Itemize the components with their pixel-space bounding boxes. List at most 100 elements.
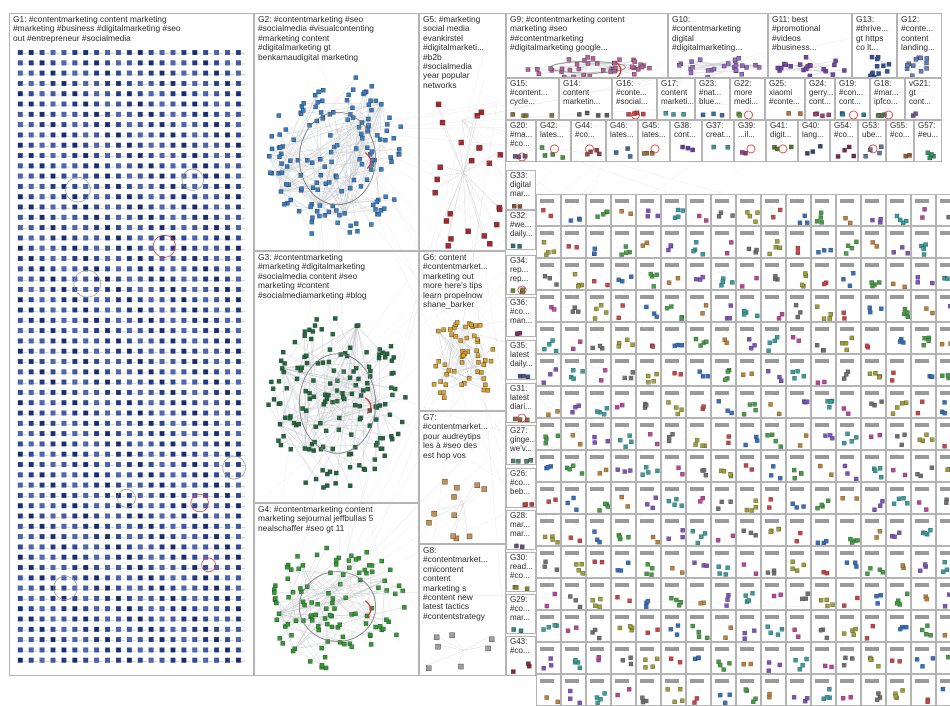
micro-group-cell[interactable] [836, 322, 861, 354]
micro-group-cell[interactable] [786, 418, 811, 450]
micro-group-cell[interactable] [836, 290, 861, 322]
group-cell-g6[interactable]: G6: content #contentmarket... marketing … [419, 251, 506, 411]
micro-group-cell[interactable] [861, 418, 886, 450]
group-cell-g18[interactable]: G18: #mar... ipfco... [870, 78, 905, 120]
micro-group-cell[interactable] [861, 322, 886, 354]
micro-group-cell[interactable] [661, 226, 686, 258]
group-cell-g19[interactable]: G19: #con... cont... [835, 78, 870, 120]
micro-group-cell[interactable] [611, 258, 636, 290]
micro-group-cell[interactable] [711, 258, 736, 290]
group-cell-g23[interactable]: G23: #nat... blue... [695, 78, 730, 120]
group-cell-g10[interactable]: G10: #contentmarketing digital #digitalm… [668, 13, 768, 78]
micro-group-cell[interactable] [611, 354, 636, 386]
group-cell-g12[interactable]: G12: #conte... content landing... [897, 13, 942, 78]
micro-group-cell[interactable] [561, 354, 586, 386]
group-cell-g8[interactable]: G8: #contentmarket... cmicontent content… [419, 544, 506, 676]
micro-group-cell[interactable] [936, 418, 950, 450]
micro-group-cell[interactable] [761, 258, 786, 290]
group-cell-g30[interactable]: G30: read... #co... [506, 552, 536, 592]
micro-group-cell[interactable] [736, 386, 761, 418]
micro-group-cell[interactable] [661, 418, 686, 450]
micro-group-cell[interactable] [811, 386, 836, 418]
group-cell-g37[interactable]: G37: creat... [702, 120, 734, 162]
micro-group-cell[interactable] [911, 354, 936, 386]
micro-group-cell[interactable] [811, 258, 836, 290]
micro-group-cell[interactable] [536, 226, 561, 258]
micro-group-cell[interactable] [736, 418, 761, 450]
micro-group-cell[interactable] [786, 226, 811, 258]
micro-group-cell[interactable] [686, 386, 711, 418]
micro-group-cell[interactable] [936, 322, 950, 354]
micro-group-cell[interactable] [936, 258, 950, 290]
micro-group-cell[interactable] [661, 290, 686, 322]
group-cell-g1[interactable]: G1: #contentmarketing content marketing … [9, 13, 254, 676]
micro-group-cell[interactable] [711, 386, 736, 418]
group-cell-g28[interactable]: G28: mar... mar... [506, 510, 536, 550]
micro-group-cell[interactable] [586, 290, 611, 322]
micro-group-cell[interactable] [661, 386, 686, 418]
micro-group-cell[interactable] [611, 194, 636, 226]
group-cell-g42[interactable]: G42: lates... [536, 120, 571, 162]
group-cell-g29[interactable]: G29: #co... mar... [506, 594, 536, 634]
micro-group-cell[interactable] [711, 290, 736, 322]
micro-group-cell[interactable] [886, 290, 911, 322]
micro-group-cell[interactable] [761, 450, 786, 482]
micro-group-cell[interactable] [886, 418, 911, 450]
group-cell-g17[interactable]: G17: content marketi... [657, 78, 695, 120]
group-cell-g57[interactable]: G57: #eu... [914, 120, 942, 162]
micro-group-cell[interactable] [561, 194, 586, 226]
micro-group-cell[interactable] [711, 354, 736, 386]
group-cell-g46[interactable]: G46: lates... [606, 120, 638, 162]
group-cell-g25[interactable]: G25: xiaomi #conte... [765, 78, 805, 120]
micro-group-cell[interactable] [836, 194, 861, 226]
micro-group-cell[interactable] [661, 322, 686, 354]
micro-group-cell[interactable] [736, 194, 761, 226]
micro-group-cell[interactable] [561, 258, 586, 290]
micro-group-cell[interactable] [636, 418, 661, 450]
micro-group-cell[interactable] [861, 290, 886, 322]
group-cell-g5[interactable]: G5: #marketing social media evankirstel … [419, 13, 506, 251]
micro-group-cell[interactable] [636, 450, 661, 482]
micro-group-cell[interactable] [761, 290, 786, 322]
micro-group-cell[interactable] [886, 354, 911, 386]
micro-group-cell[interactable] [936, 194, 950, 226]
micro-group-cell[interactable] [786, 194, 811, 226]
micro-group-cell[interactable] [586, 258, 611, 290]
group-cell-g7[interactable]: G7: #contentmarket... pour audreytips le… [419, 411, 506, 544]
group-cell-g26[interactable]: G26: #co... beb... [506, 468, 536, 508]
micro-group-cell[interactable] [661, 194, 686, 226]
micro-group-cell[interactable] [811, 418, 836, 450]
micro-group-cell[interactable] [686, 194, 711, 226]
micro-group-cell[interactable] [586, 322, 611, 354]
micro-group-cell[interactable] [586, 386, 611, 418]
micro-group-cell[interactable] [761, 386, 786, 418]
micro-group-cell[interactable] [661, 354, 686, 386]
micro-group-cell[interactable] [611, 322, 636, 354]
micro-group-cell[interactable] [586, 194, 611, 226]
micro-group-cell[interactable] [611, 418, 636, 450]
micro-group-cell[interactable] [936, 386, 950, 418]
micro-group-cell[interactable] [636, 226, 661, 258]
micro-group-cell[interactable] [686, 226, 711, 258]
group-cell-g20[interactable]: G20: #ma... #co... [506, 120, 536, 162]
group-cell-g35[interactable]: G35: latest daily... [506, 340, 536, 380]
group-cell-g54[interactable]: G54: #co... [830, 120, 858, 162]
micro-group-cell[interactable] [936, 226, 950, 258]
micro-group-cell[interactable] [786, 354, 811, 386]
micro-group-cell[interactable] [586, 354, 611, 386]
micro-group-cell[interactable] [911, 258, 936, 290]
group-cell-g32[interactable]: G32: #we... daily... [506, 210, 536, 250]
micro-group-cell[interactable] [736, 290, 761, 322]
micro-group-cell[interactable] [561, 290, 586, 322]
micro-group-cell[interactable] [861, 258, 886, 290]
micro-group-cell[interactable] [836, 258, 861, 290]
micro-group-cell[interactable] [711, 194, 736, 226]
micro-group-cell[interactable] [661, 450, 686, 482]
micro-group-cell[interactable] [811, 290, 836, 322]
micro-group-cell[interactable] [536, 386, 561, 418]
micro-group-cell[interactable] [636, 354, 661, 386]
micro-group-cell[interactable] [861, 386, 886, 418]
micro-group-cell[interactable] [561, 450, 586, 482]
micro-group-cell[interactable] [636, 322, 661, 354]
micro-group-cell[interactable] [936, 290, 950, 322]
